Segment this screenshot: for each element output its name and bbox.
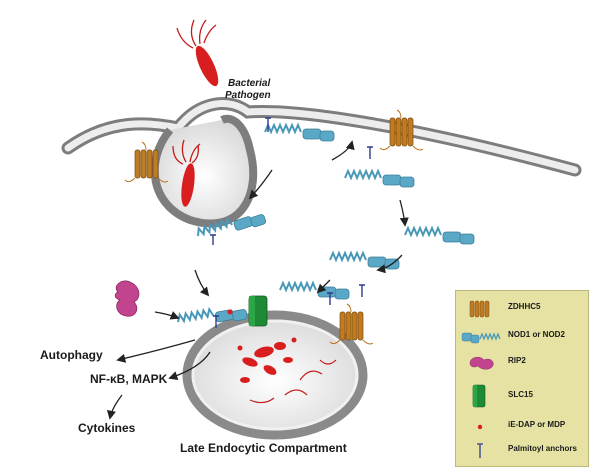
legend-row: Palmitoyl anchors xyxy=(456,441,588,461)
ligand-dot-icon xyxy=(227,309,233,315)
internalized-pathogen-icon xyxy=(172,139,201,207)
nod-protein-icon xyxy=(461,332,501,344)
degraded-pathogen-fragments xyxy=(237,337,297,383)
nod-protein-icon xyxy=(279,282,350,300)
pathogen-label-line1: Bacterial xyxy=(228,78,270,89)
legend-panel: ZDHHC5 NOD1 or NOD2 RIP2 SLC15 iE-DAP or… xyxy=(455,290,589,467)
legend-row: SLC15 xyxy=(456,383,588,409)
nod-protein-icon xyxy=(264,124,335,142)
cytokines-label: Cytokines xyxy=(78,421,136,435)
pathogen-label-line2: Pathogen xyxy=(225,90,271,101)
legend-label: RIP2 xyxy=(508,356,526,365)
compartment-label: Late Endocytic Compartment xyxy=(180,441,347,455)
bacterial-pathogen-icon xyxy=(176,19,219,87)
ligand-dot-icon xyxy=(477,424,483,430)
legend-row: iE-DAP or MDP xyxy=(456,417,588,437)
rip2-icon xyxy=(114,280,140,317)
zdhhc5-icon xyxy=(469,300,490,318)
plasma-membrane xyxy=(61,97,582,177)
palmitoyl-anchor-icon xyxy=(210,117,373,328)
autophagy-label: Autophagy xyxy=(40,348,103,362)
nod-protein-icon xyxy=(404,227,475,245)
legend-label: SLC15 xyxy=(508,390,533,399)
legend-label: Palmitoyl anchors xyxy=(508,444,577,453)
late-endocytic-compartment xyxy=(182,310,368,440)
slc15-icon xyxy=(472,384,486,408)
nfkb-mapk-label: NF-κB, MAPK xyxy=(90,372,168,386)
nod-protein-icon xyxy=(344,170,415,188)
legend-label: iE-DAP or MDP xyxy=(508,420,566,429)
legend-label: ZDHHC5 xyxy=(508,302,541,311)
legend-label: NOD1 or NOD2 xyxy=(508,330,565,339)
legend-row: NOD1 or NOD2 xyxy=(456,327,588,347)
legend-row: ZDHHC5 xyxy=(456,299,588,319)
rip2-icon xyxy=(469,356,494,370)
slc15-icon xyxy=(248,295,268,327)
legend-row: RIP2 xyxy=(456,353,588,373)
pathway-arrows xyxy=(106,140,409,420)
phagosome xyxy=(150,114,258,228)
palmitoyl-anchor-icon xyxy=(477,443,483,458)
